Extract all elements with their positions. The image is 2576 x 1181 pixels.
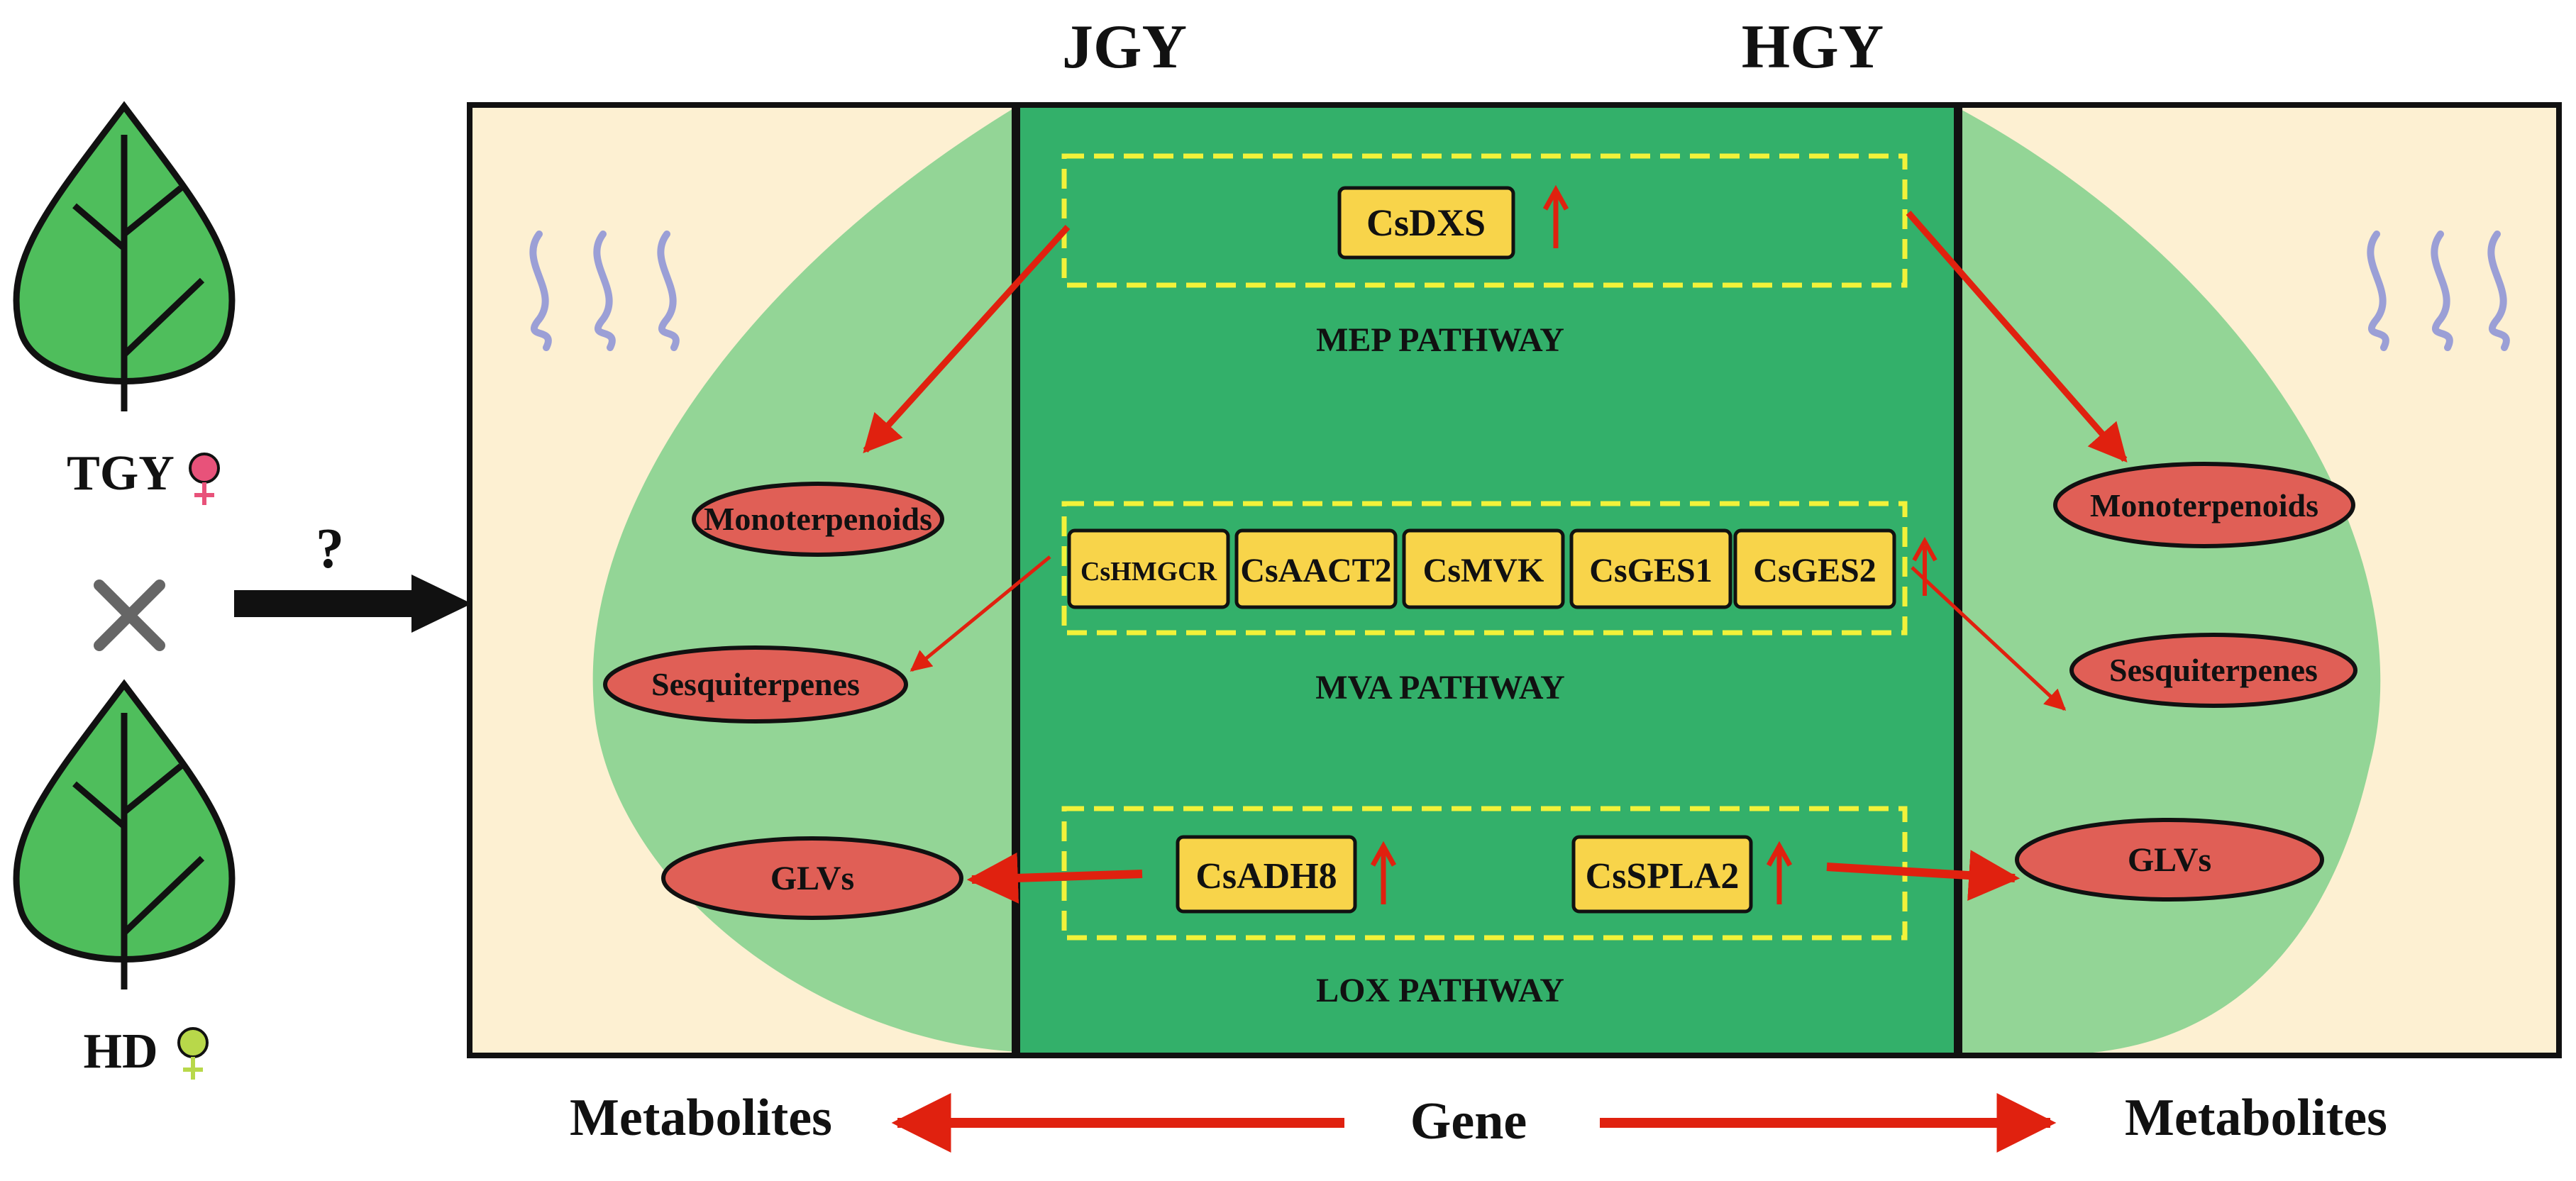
pathway-label-lox: LOX PATHWAY xyxy=(1316,972,1564,1009)
up-arrow-icon xyxy=(1912,536,1937,596)
leaf-icon-hd xyxy=(13,679,236,989)
question-mark: ? xyxy=(316,518,344,580)
female-symbol-icon xyxy=(189,453,220,505)
metabolite-label: Monoterpenoids xyxy=(2090,487,2318,523)
cross-result-arrow xyxy=(234,575,472,633)
metabolite-left-monoterpenoids: Monoterpenoids xyxy=(692,482,944,557)
gene-box-csadh8: CsADH8 xyxy=(1176,835,1357,914)
gene-box-csmvk: CsMVK xyxy=(1402,528,1565,609)
metabolite-right-glvs: GLVs xyxy=(2015,818,2324,902)
arrow-mva-to-left-sesquiterpenes xyxy=(910,555,1051,672)
gene-box-cshmgcr: CsHMGCR xyxy=(1067,528,1230,609)
metabolite-label: Monoterpenoids xyxy=(704,501,932,537)
metabolite-right-sesquiterpenes: Sesquiterpenes xyxy=(2069,633,2357,708)
footer-metabolites-left: Metabolites xyxy=(570,1089,832,1147)
metabolite-label: Sesquiterpenes xyxy=(651,666,860,702)
gene-label-csges1: CsGES1 xyxy=(1589,552,1712,589)
header-jgy: JGY xyxy=(1062,13,1187,82)
aroma-wave-icon-left xyxy=(529,231,680,351)
metabolite-right-monoterpenoids: Monoterpenoids xyxy=(2053,462,2355,548)
leaf-icon-tgy xyxy=(13,101,236,411)
parent-label-tgy: TGY xyxy=(67,446,175,501)
footer-metabolites-right: Metabolites xyxy=(2125,1089,2387,1147)
gene-label-csspla2: CsSPLA2 xyxy=(1586,856,1740,897)
parent-label-hd: HD xyxy=(84,1024,158,1079)
mva-pathway-box xyxy=(1061,501,1908,636)
gene-label-csmvk: CsMVK xyxy=(1423,552,1544,589)
metabolite-label: GLVs xyxy=(770,860,854,897)
male-symbol-icon xyxy=(177,1027,209,1080)
pathway-label-mva: MVA PATHWAY xyxy=(1315,669,1565,706)
cross-icon xyxy=(94,580,165,651)
arrow-mep-to-right-monoterpenoids xyxy=(1906,211,2128,463)
arrow-lox-to-left-glvs xyxy=(966,852,1143,904)
aroma-wave-icon-right xyxy=(2367,231,2510,351)
mep-pathway-box xyxy=(1061,153,1908,288)
gene-label-csaact2: CsAACT2 xyxy=(1240,552,1391,589)
arrow-mva-to-right-sesquiterpenes xyxy=(1911,566,2067,711)
arrow-mep-to-left-monoterpenoids xyxy=(863,224,1071,454)
up-arrow-icon xyxy=(1766,841,1793,904)
pathway-label-mep: MEP PATHWAY xyxy=(1316,321,1564,359)
up-arrow-icon xyxy=(1370,841,1397,904)
arrow-lox-to-right-glvs xyxy=(1826,850,2021,902)
metabolite-label: Sesquiterpenes xyxy=(2109,652,2318,688)
gene-box-csges2: CsGES2 xyxy=(1733,528,1896,609)
gene-label-cshmgcr: CsHMGCR xyxy=(1080,557,1217,587)
footer-gene: Gene xyxy=(1410,1092,1527,1150)
gene-label-csges2: CsGES2 xyxy=(1753,552,1876,589)
metabolite-left-sesquiterpenes: Sesquiterpenes xyxy=(603,645,908,723)
gene-box-csdxs: CsDXS xyxy=(1337,186,1515,260)
header-hgy: HGY xyxy=(1742,13,1884,82)
metabolite-left-glvs: GLVs xyxy=(661,836,963,920)
gene-box-csaact2: CsAACT2 xyxy=(1234,528,1398,609)
up-arrow-icon xyxy=(1542,184,1569,248)
gene-box-csges1: CsGES1 xyxy=(1569,528,1732,609)
gene-label-csdxs: CsDXS xyxy=(1366,201,1486,244)
gene-box-csspla2: CsSPLA2 xyxy=(1571,835,1753,914)
metabolite-label: GLVs xyxy=(2128,841,2211,879)
gene-label-csadh8: CsADH8 xyxy=(1195,856,1337,897)
